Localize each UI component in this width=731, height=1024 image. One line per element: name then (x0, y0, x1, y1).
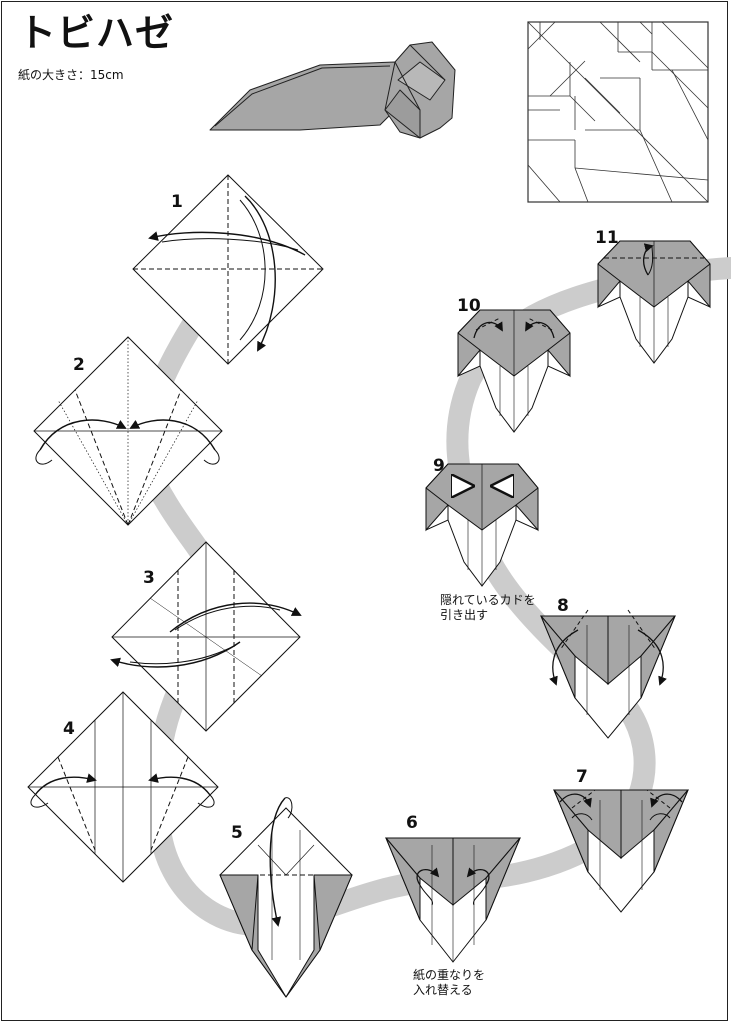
step9-diagram (425, 463, 539, 587)
step9-note-line1: 隠れているカドを (440, 593, 536, 607)
step-number-11: 11 (595, 228, 619, 248)
step6-note: 紙の重なりを 入れ替える (413, 968, 485, 998)
step-number-3: 3 (143, 568, 155, 588)
page-title: トビハゼ (18, 11, 175, 55)
step2-diagram (33, 336, 223, 526)
step-number-8: 8 (557, 596, 569, 616)
step-number-9: 9 (433, 456, 445, 476)
step-number-2: 2 (73, 355, 85, 375)
step9-note: 隠れているカドを 引き出す (440, 593, 536, 623)
step4-diagram (27, 691, 219, 883)
step5-diagram (219, 797, 353, 998)
step-number-10: 10 (457, 296, 481, 316)
step10-diagram (457, 309, 571, 433)
step-number-1: 1 (171, 192, 183, 212)
step11-diagram (597, 240, 711, 364)
crease-pattern (527, 21, 709, 203)
step6-note-line1: 紙の重なりを (413, 968, 486, 982)
step-number-4: 4 (63, 719, 75, 739)
step-number-7: 7 (576, 767, 588, 787)
step8-diagram (539, 609, 677, 739)
step6-note-line2: 入れ替える (413, 983, 473, 997)
step3-diagram (110, 541, 302, 732)
step1-diagram (132, 174, 324, 365)
finished-model (209, 41, 456, 139)
step7-diagram (552, 789, 690, 913)
step9-note-line2: 引き出す (440, 608, 489, 622)
paper-size-label: 紙の大きさ：15cm (18, 68, 124, 82)
step-number-6: 6 (406, 813, 418, 833)
step6-diagram (384, 837, 522, 963)
step-number-5: 5 (231, 823, 243, 843)
